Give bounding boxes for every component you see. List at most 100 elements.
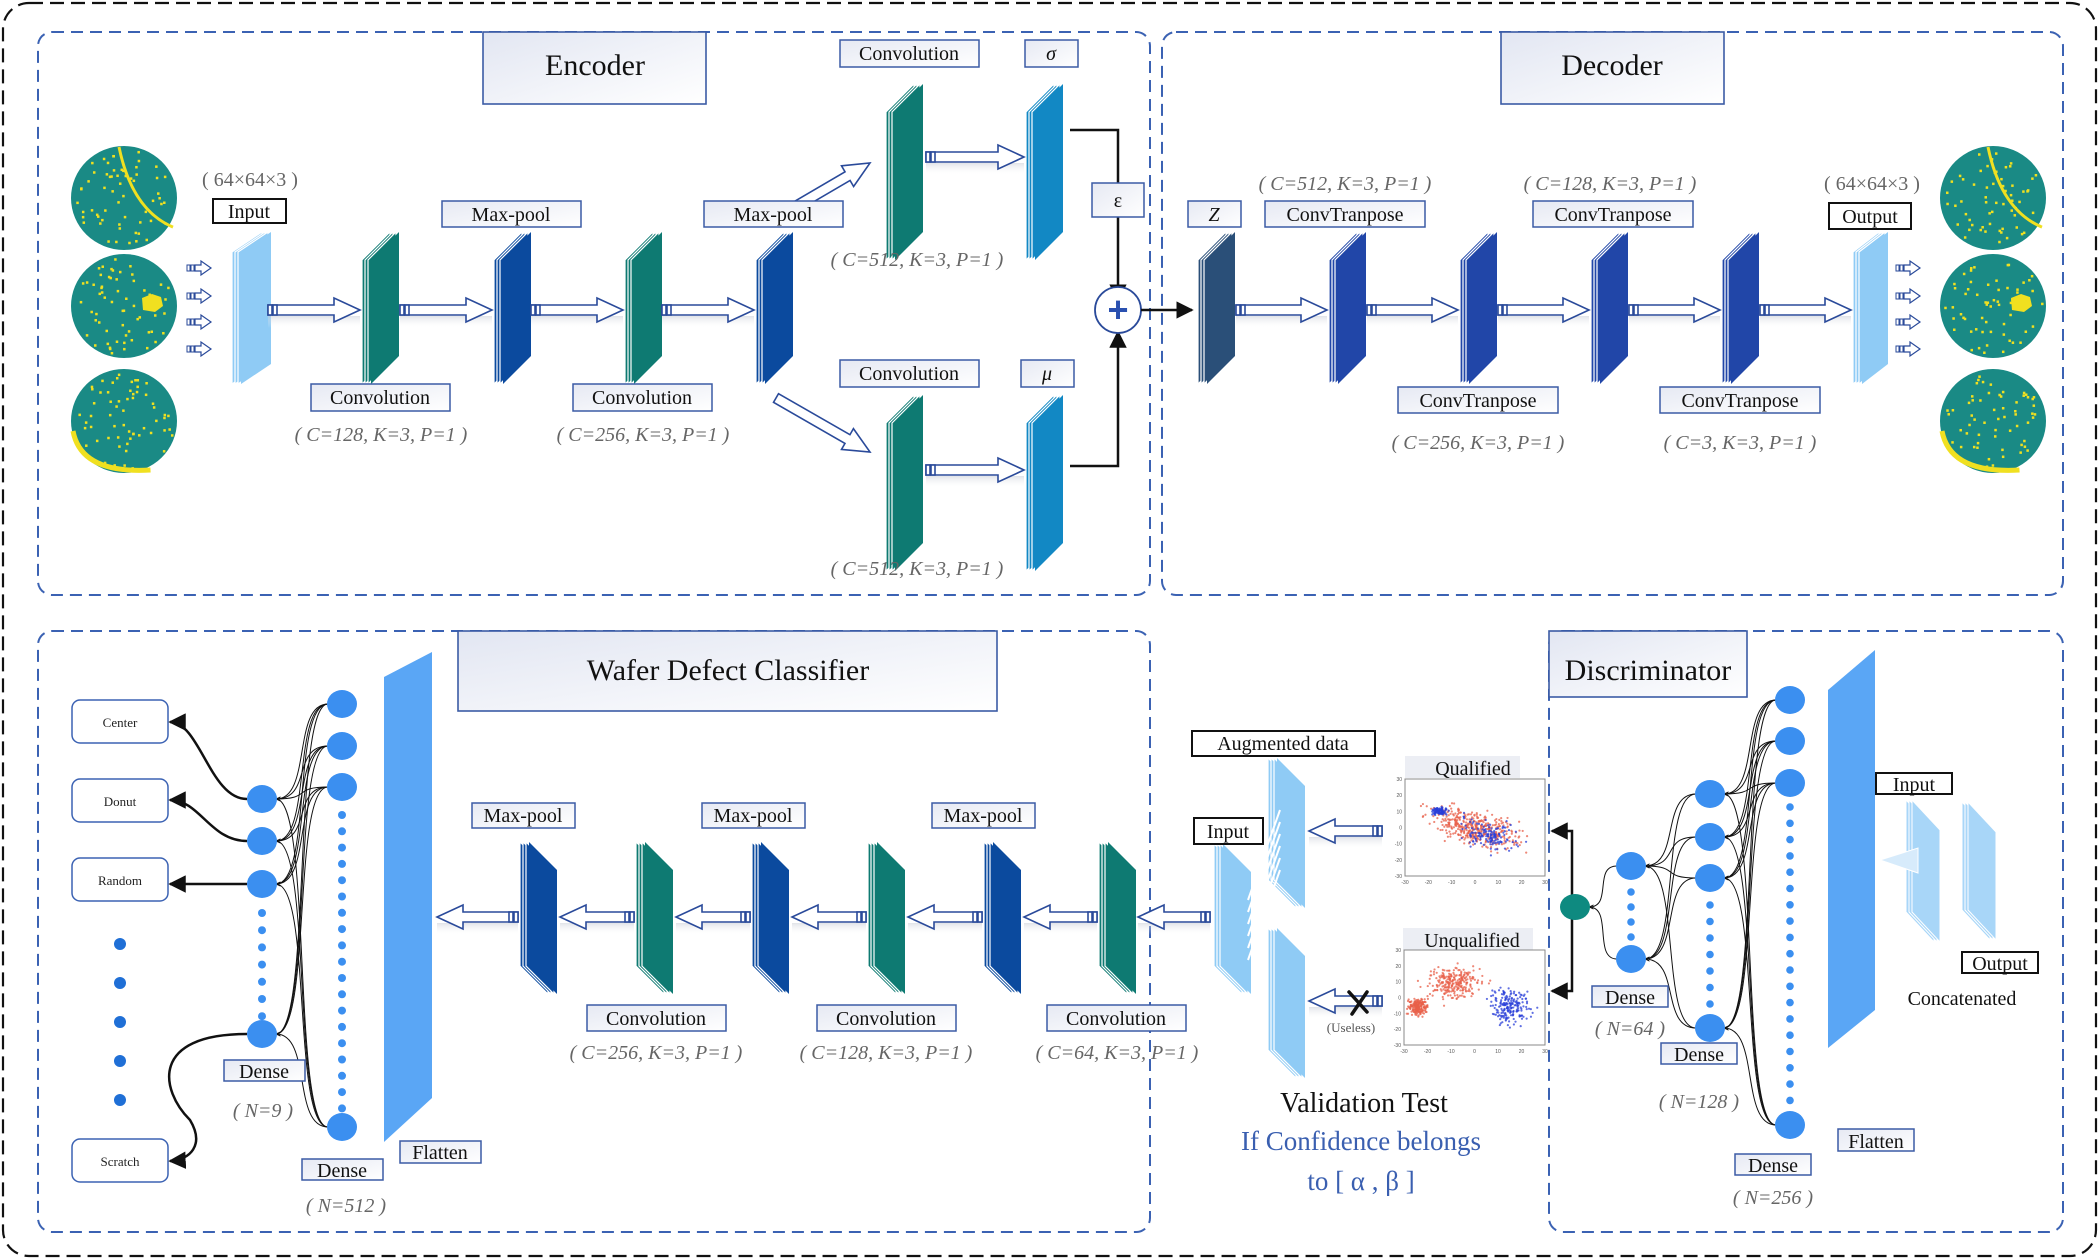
arrow-unqualified-to-rejected — [1307, 987, 1383, 1019]
disc-dense64-node — [1616, 945, 1646, 973]
z-layer — [1197, 230, 1235, 386]
sigma-conv-label: Convolution — [859, 43, 959, 65]
x-tick-label: 0 — [1474, 880, 1477, 886]
disc-dense128-ellipsis-dot — [1706, 967, 1714, 975]
concatenated-stacks — [1878, 798, 1997, 944]
input-wafer-maps — [70, 146, 177, 473]
cls-conv3-layer — [635, 840, 673, 996]
output-size-label: ( 64×64×3 ) — [1824, 173, 1920, 195]
class-ellipsis-dot — [114, 1016, 126, 1028]
disc-dense256-node — [1775, 769, 1805, 797]
disc-dense64-box: Dense — [1591, 985, 1669, 1009]
cls-output-ellipsis-dot — [258, 995, 266, 1003]
y-tick-label: -30 — [1394, 1043, 1401, 1049]
unqualified-label: Unqualified — [1424, 930, 1520, 952]
cls-hidden-node — [327, 690, 357, 718]
sigma-label: σ — [1046, 43, 1057, 65]
disc-dense256-ellipsis-dot — [1786, 819, 1794, 828]
cls-conv2-layer — [867, 840, 905, 996]
cls-hidden-ellipsis-dot — [338, 1039, 346, 1048]
mu-conv-box: Convolution — [839, 359, 980, 388]
class-ellipsis-dots — [114, 938, 126, 1106]
cls-hidden-ellipsis-dot — [338, 859, 346, 868]
x-tick-label: -10 — [1447, 1049, 1454, 1055]
disc-dense256-ellipsis-dot — [1786, 803, 1794, 811]
augmented-data-layer — [1267, 756, 1305, 910]
cls-maxpool2-layer — [751, 840, 789, 996]
arrow-ct4-to-output — [1759, 296, 1853, 328]
class-ellipsis-dot — [114, 977, 126, 989]
dec-ct3-params: ( C=128, K=3, P=1 ) — [1524, 173, 1697, 195]
cls-flatten-box: Flatten — [399, 1140, 482, 1164]
cls-conv2-params: ( C=128, K=3, P=1 ) — [800, 1042, 973, 1064]
disc-dense128-ellipsis-dot — [1706, 983, 1714, 992]
cls-dense-out-box: Dense — [223, 1059, 306, 1083]
disc-dense256-ellipsis-dot — [1786, 835, 1794, 844]
cls-hidden-ellipsis-dot — [338, 827, 346, 836]
cls-output-node — [247, 870, 277, 898]
cls-hidden-ellipsis-dot — [338, 974, 346, 982]
class-random-label: Random — [98, 873, 142, 888]
dec-ct3-label: ConvTranpose — [1554, 204, 1671, 226]
disc-flatten-plane — [1828, 650, 1875, 1048]
disc-to-unqualified-line — [1550, 902, 1574, 1000]
x-tick-label: -30 — [1400, 1049, 1407, 1055]
x-tick-label: 10 — [1496, 880, 1502, 886]
cls-hidden-ellipsis-dot — [338, 1088, 346, 1097]
plot-frame — [1404, 778, 1546, 877]
y-tick-label: 20 — [1395, 964, 1401, 970]
cls-output-ellipsis-dot — [258, 960, 266, 969]
enc-maxpool2-box: Max-pool — [703, 200, 844, 228]
to-center-arrow — [168, 713, 248, 801]
class-ellipsis-dot — [114, 1055, 126, 1067]
arrow-maxpool1-to-conv2 — [906, 903, 983, 935]
dec-output-layer — [1852, 230, 1888, 386]
input-label-box: Input — [212, 198, 287, 224]
output-label-box: Output — [1828, 202, 1912, 230]
unqualified-title-box: Unqualified — [1403, 928, 1533, 952]
disc-to-qualified-line — [1550, 822, 1578, 904]
y-tick-label: -30 — [1395, 874, 1402, 880]
augmented-data-box: Augmented data — [1191, 730, 1376, 757]
enc-conv1-params: ( C=128, K=3, P=1 ) — [295, 424, 468, 446]
cls-hidden-ellipsis-dot — [338, 1055, 346, 1064]
output-small-arrow-2 — [1895, 287, 1922, 305]
class-ellipsis-dot — [114, 938, 126, 950]
sigma-conv-params: ( C=512, K=3, P=1 ) — [831, 249, 1004, 271]
to-donut-arrow — [168, 791, 248, 843]
cls-output-node — [247, 1020, 277, 1048]
cls-hidden-ellipsis-dot — [338, 1104, 346, 1113]
dec-ct4-layer — [1721, 230, 1759, 386]
cls-output-ellipsis-dot — [258, 1012, 266, 1021]
dec-ct1-params: ( C=512, K=3, P=1 ) — [1259, 173, 1432, 195]
x-tick-label: 30 — [1542, 1049, 1548, 1055]
cls-output-node — [247, 827, 277, 855]
cls-hidden-ellipsis-dot — [338, 1071, 346, 1080]
disc-flatten-label: Flatten — [1848, 1131, 1904, 1153]
dec-ct2-label: ConvTranpose — [1419, 390, 1536, 412]
y-tick-label: 10 — [1396, 809, 1402, 815]
input-small-arrow-4 — [186, 340, 213, 358]
encoder-title: Encoder — [545, 49, 645, 82]
disc-dense256-ellipsis-dot — [1786, 949, 1794, 958]
disc-dense128-ellipsis-dot — [1706, 917, 1714, 926]
disc-dense256-node — [1775, 727, 1805, 755]
concatenated-label: Concatenated — [1908, 988, 2017, 1010]
x-tick-label: -20 — [1424, 1049, 1431, 1055]
dec-ct4-label: ConvTranpose — [1681, 390, 1798, 412]
dec-ct2-layer — [1459, 230, 1497, 386]
output-small-arrow-1 — [1895, 259, 1922, 277]
arrow-ct1-to-ct2 — [1366, 296, 1460, 328]
sigma-label-box: σ — [1024, 39, 1079, 68]
class-box-scratch: Scratch — [71, 1138, 169, 1183]
concat-input-stack — [1905, 798, 1941, 944]
disc-dense-edges — [1589, 699, 1777, 1126]
z-label-box: Z — [1187, 200, 1242, 228]
enc-maxpool1-layer — [493, 230, 531, 386]
cls-dense-out-params: ( N=9 ) — [233, 1100, 293, 1122]
disc-dense256-box: Dense — [1734, 1153, 1812, 1177]
disc-dense256-ellipsis-dot — [1786, 982, 1794, 991]
cls-hidden-ellipsis-dot — [338, 843, 346, 852]
cls-hidden-ellipsis-dot — [338, 1006, 346, 1015]
disc-dense256-node — [1775, 686, 1805, 714]
